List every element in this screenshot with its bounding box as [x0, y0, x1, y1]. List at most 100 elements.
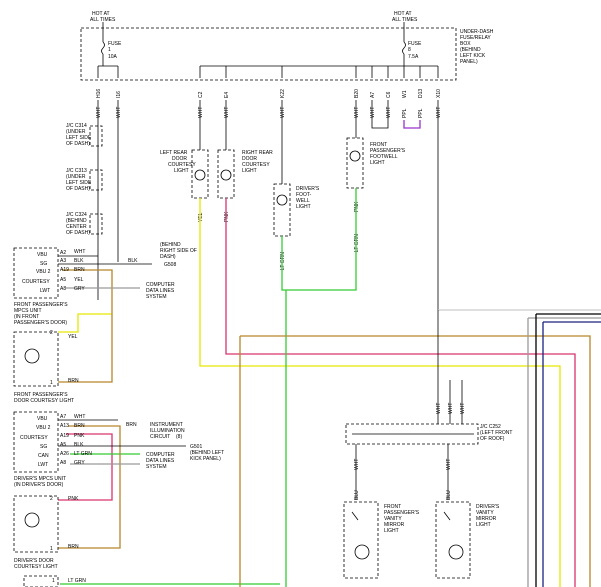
- switch-icon: [351, 511, 359, 521]
- pin-c6: C6: [386, 91, 392, 98]
- drv-cd-2: SYSTEM: [146, 464, 167, 470]
- pass-wire-yel: YEL: [74, 277, 84, 283]
- jc-c313-l0: J/C C313: [66, 168, 87, 174]
- drv-pin-courtesy: COURTESY: [20, 435, 48, 441]
- drv-wire-wht: WHT: [74, 414, 85, 420]
- driver-mpcs-box: [13, 411, 59, 473]
- pin-b20: B20: [354, 89, 360, 98]
- pass-wire-gry: GRY: [74, 286, 85, 292]
- wire-label-c6: WHT: [386, 107, 392, 118]
- drv-num-a7: A7: [60, 414, 66, 420]
- lamp-icon: [349, 150, 361, 162]
- wire-ppl-loop: [403, 120, 421, 129]
- drv-num-a26: A26: [60, 451, 69, 457]
- dv-label-1: VANITY: [476, 510, 494, 516]
- c252-in-wht-0: WHT: [436, 403, 442, 414]
- fuse-1-number: 1: [108, 47, 111, 53]
- switch-icon: [443, 511, 451, 521]
- front-pass-door-light: 2 1 YEL BRN FRONT PASSENGER'S DOOR COURT…: [13, 330, 79, 404]
- dd-label-1: COURTESY LIGHT: [14, 564, 58, 570]
- wire-brown-main: [240, 335, 591, 587]
- drv-wire-ltgrn: LT GRN: [74, 451, 92, 457]
- wire-black-right: [535, 313, 601, 587]
- pin-e4: E4: [224, 92, 230, 98]
- lr-wire-yel: YEL: [198, 212, 204, 222]
- wire-pink-main: [225, 198, 576, 587]
- wire-gray-right: [527, 317, 601, 587]
- pv-label-3: MIRROR: [384, 522, 405, 528]
- rr-label-0: RIGHT REAR: [242, 150, 273, 156]
- df-label-3: LIGHT: [296, 204, 311, 210]
- dv-label-0: DRIVER'S: [476, 504, 500, 510]
- c252-in-wht-1: WHT: [448, 403, 454, 414]
- drv-wire-blk: BLK: [74, 442, 84, 448]
- pass-pin-vbu: VBU: [37, 252, 48, 258]
- driver-vanity-box: [435, 501, 471, 579]
- fuse-1-label: FUSE: [108, 41, 122, 47]
- pass-g-3: G508: [164, 262, 176, 268]
- fuse-8-label: FUSE: [408, 41, 422, 47]
- lr-label-1: DOOR: [172, 156, 187, 162]
- pin-w1: W1: [402, 90, 408, 98]
- wire-label-b20: WHT: [354, 107, 360, 118]
- wire-label-i16: WHT: [116, 107, 122, 118]
- lamp-icon: [24, 512, 40, 528]
- fuse-box-label-0: UNDER-DASH: [460, 29, 494, 35]
- drv-num-a19: A19: [60, 433, 69, 439]
- pass-label-0: FRONT PASSENGER'S: [14, 302, 68, 308]
- drv-cd-1: DATA LINES: [146, 458, 175, 464]
- fuse-box-outline: [80, 27, 457, 81]
- pass-g-2: DASH): [160, 254, 176, 260]
- wire-label-d13: PPL: [418, 108, 424, 118]
- fpd-pin-2: 2: [50, 330, 53, 336]
- pin-k22: K22: [280, 89, 286, 98]
- dd-light-box: [13, 495, 59, 553]
- lr-label-2: COURTESY: [168, 162, 196, 168]
- pin-h16: H16: [96, 89, 102, 98]
- pf-wire-ltgrn: LT GRN: [354, 234, 360, 252]
- jc-c314-l2: LEFT SIDE: [66, 135, 92, 141]
- lamp-icon: [194, 169, 206, 181]
- drv-pin-vbu: VBU: [37, 416, 48, 422]
- drv-wire-brn: BRN: [74, 423, 85, 429]
- wire-yellow-pass: [58, 313, 112, 333]
- pf-wire-pnk: PNK: [354, 201, 360, 212]
- jc-c313-l2: LEFT SIDE: [66, 180, 92, 186]
- pin-d13: D13: [418, 89, 424, 98]
- pass-cd-0: COMPUTER: [146, 282, 175, 288]
- wire-brown-pass: [58, 269, 113, 383]
- drv-num-a13: A13: [60, 423, 69, 429]
- drv-pin-can: CAN: [38, 453, 49, 459]
- drv-instr-1: ILLUMINATION: [150, 428, 185, 434]
- drv-wire-pnk: PNK: [74, 433, 85, 439]
- pf-label-2: FOOTWELL: [370, 154, 398, 160]
- drv-g-1: (BEHIND LEFT: [190, 450, 224, 456]
- fpd-wire-yel: YEL: [68, 334, 78, 340]
- c252-in-wht-2: WHT: [460, 403, 466, 414]
- fuse-box-label-1: FUSE/RELAY: [460, 35, 491, 41]
- drv-instr-0: INSTRUMENT: [150, 422, 183, 428]
- drv-g-2: KICK PANEL): [190, 456, 221, 462]
- vanity-mirror-section: WHT WHT WHT J/C C252 (LEFT FRONT OF ROOF…: [343, 310, 512, 579]
- bottom-pin-1: 1: [52, 578, 55, 584]
- fpd-pin-1: 1: [50, 380, 53, 386]
- c252-out-wht-pass: WHT: [354, 459, 360, 470]
- pv-wire-blu: BLU: [354, 490, 360, 500]
- driver-door-light: 2 1 PNK BRN DRIVER'S DOOR COURTESY LIGHT…: [13, 495, 86, 587]
- pv-label-0: FRONT: [384, 504, 401, 510]
- pass-num-a5: A5: [60, 277, 66, 283]
- bottom-module-box: [23, 575, 59, 587]
- pass-label-2: (IN FRONT: [14, 314, 39, 320]
- rr-wire-pnk: PNK: [224, 211, 230, 222]
- pv-label-1: PASSENGER'S: [384, 510, 420, 516]
- df-label-0: DRIVER'S: [296, 186, 320, 192]
- wire-a7-c6-loop: [371, 100, 389, 129]
- driver-mpcs: VBU VBU 2 COURTESY SG CAN LWT A7 A13 A19…: [13, 411, 224, 488]
- drv-cd-0: COMPUTER: [146, 452, 175, 458]
- c252-label-2: OF ROOF): [480, 436, 505, 442]
- drv-pin-lwt: LWT: [38, 462, 48, 468]
- pin-a7: A7: [370, 92, 376, 98]
- colored-wires: [58, 188, 601, 587]
- fuse-8-number: 8: [408, 47, 411, 53]
- jc-c324: [89, 213, 103, 235]
